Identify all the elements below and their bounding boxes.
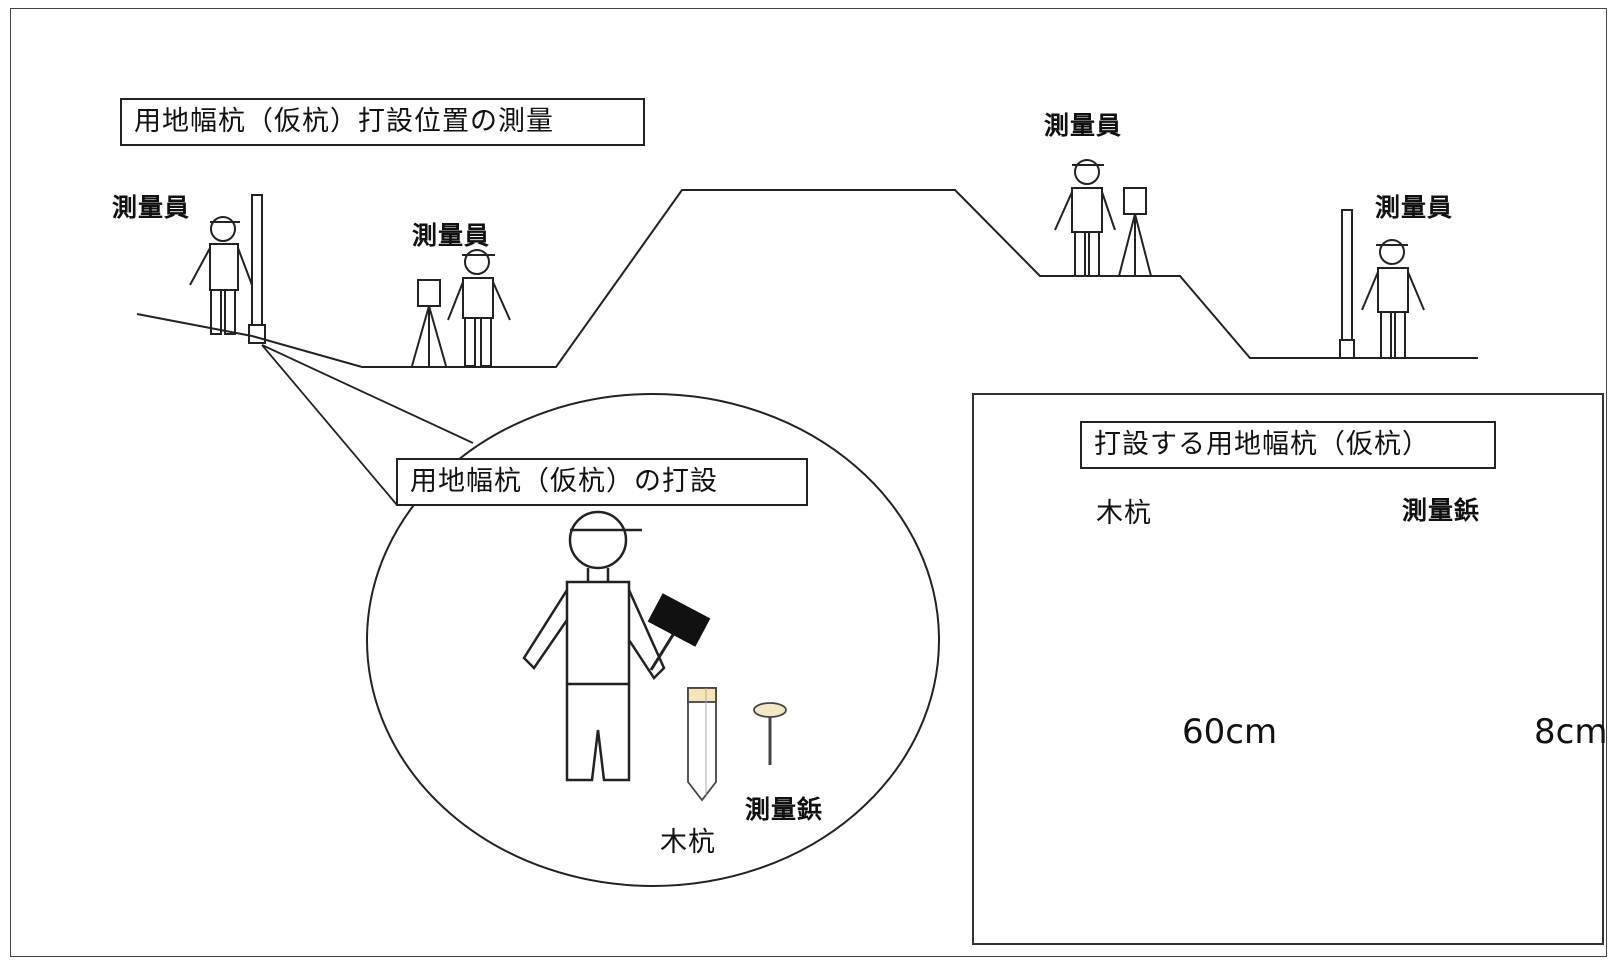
callout-line-lower [261, 344, 398, 506]
tripod-instrument-left [411, 279, 447, 367]
survey-pole-left [248, 194, 266, 344]
photo-panel: 打設する用地幅杭（仮杭） 木杭 測量鋲 [972, 393, 1604, 945]
surveyor-label-center: 測量員 [1044, 111, 1123, 140]
hammer [647, 593, 711, 671]
surveyor-figure-left [189, 216, 253, 335]
photo-left-caption: 木杭 [1096, 498, 1152, 529]
surveyor-label-left: 測量員 [112, 193, 191, 222]
inset-title-box: 用地幅杭（仮杭）の打設 [396, 458, 808, 506]
worker-with-hammer [522, 510, 666, 782]
survey-rivet-drawing [753, 702, 787, 765]
dimension-label-8cm: 8cm [1534, 712, 1608, 752]
wood-stake-drawing [687, 687, 717, 802]
inset-circle [366, 393, 940, 887]
survey-pole-right [1339, 209, 1355, 359]
ground-line [136, 189, 1478, 368]
tripod-instrument-center [1118, 187, 1152, 277]
wood-stake-label: 木杭 [660, 827, 716, 858]
survey-rivet-label: 測量鋲 [745, 795, 824, 824]
photo-panel-title: 打設する用地幅杭（仮杭） [1080, 421, 1496, 469]
photo-right-caption: 測量鋲 [1402, 496, 1481, 525]
surveyor-figure-right [1361, 239, 1425, 359]
surveyor-figure-left-mid [447, 249, 511, 367]
survey-title-box: 用地幅杭（仮杭）打設位置の測量 [120, 98, 645, 146]
surveyor-label-left-mid: 測量員 [412, 221, 491, 250]
dimension-label-60cm: 60cm [1182, 712, 1278, 752]
callout-line-upper [261, 344, 474, 444]
figure-frame [10, 8, 1607, 957]
surveyor-label-right: 測量員 [1375, 193, 1454, 222]
surveyor-figure-center [1054, 159, 1116, 277]
